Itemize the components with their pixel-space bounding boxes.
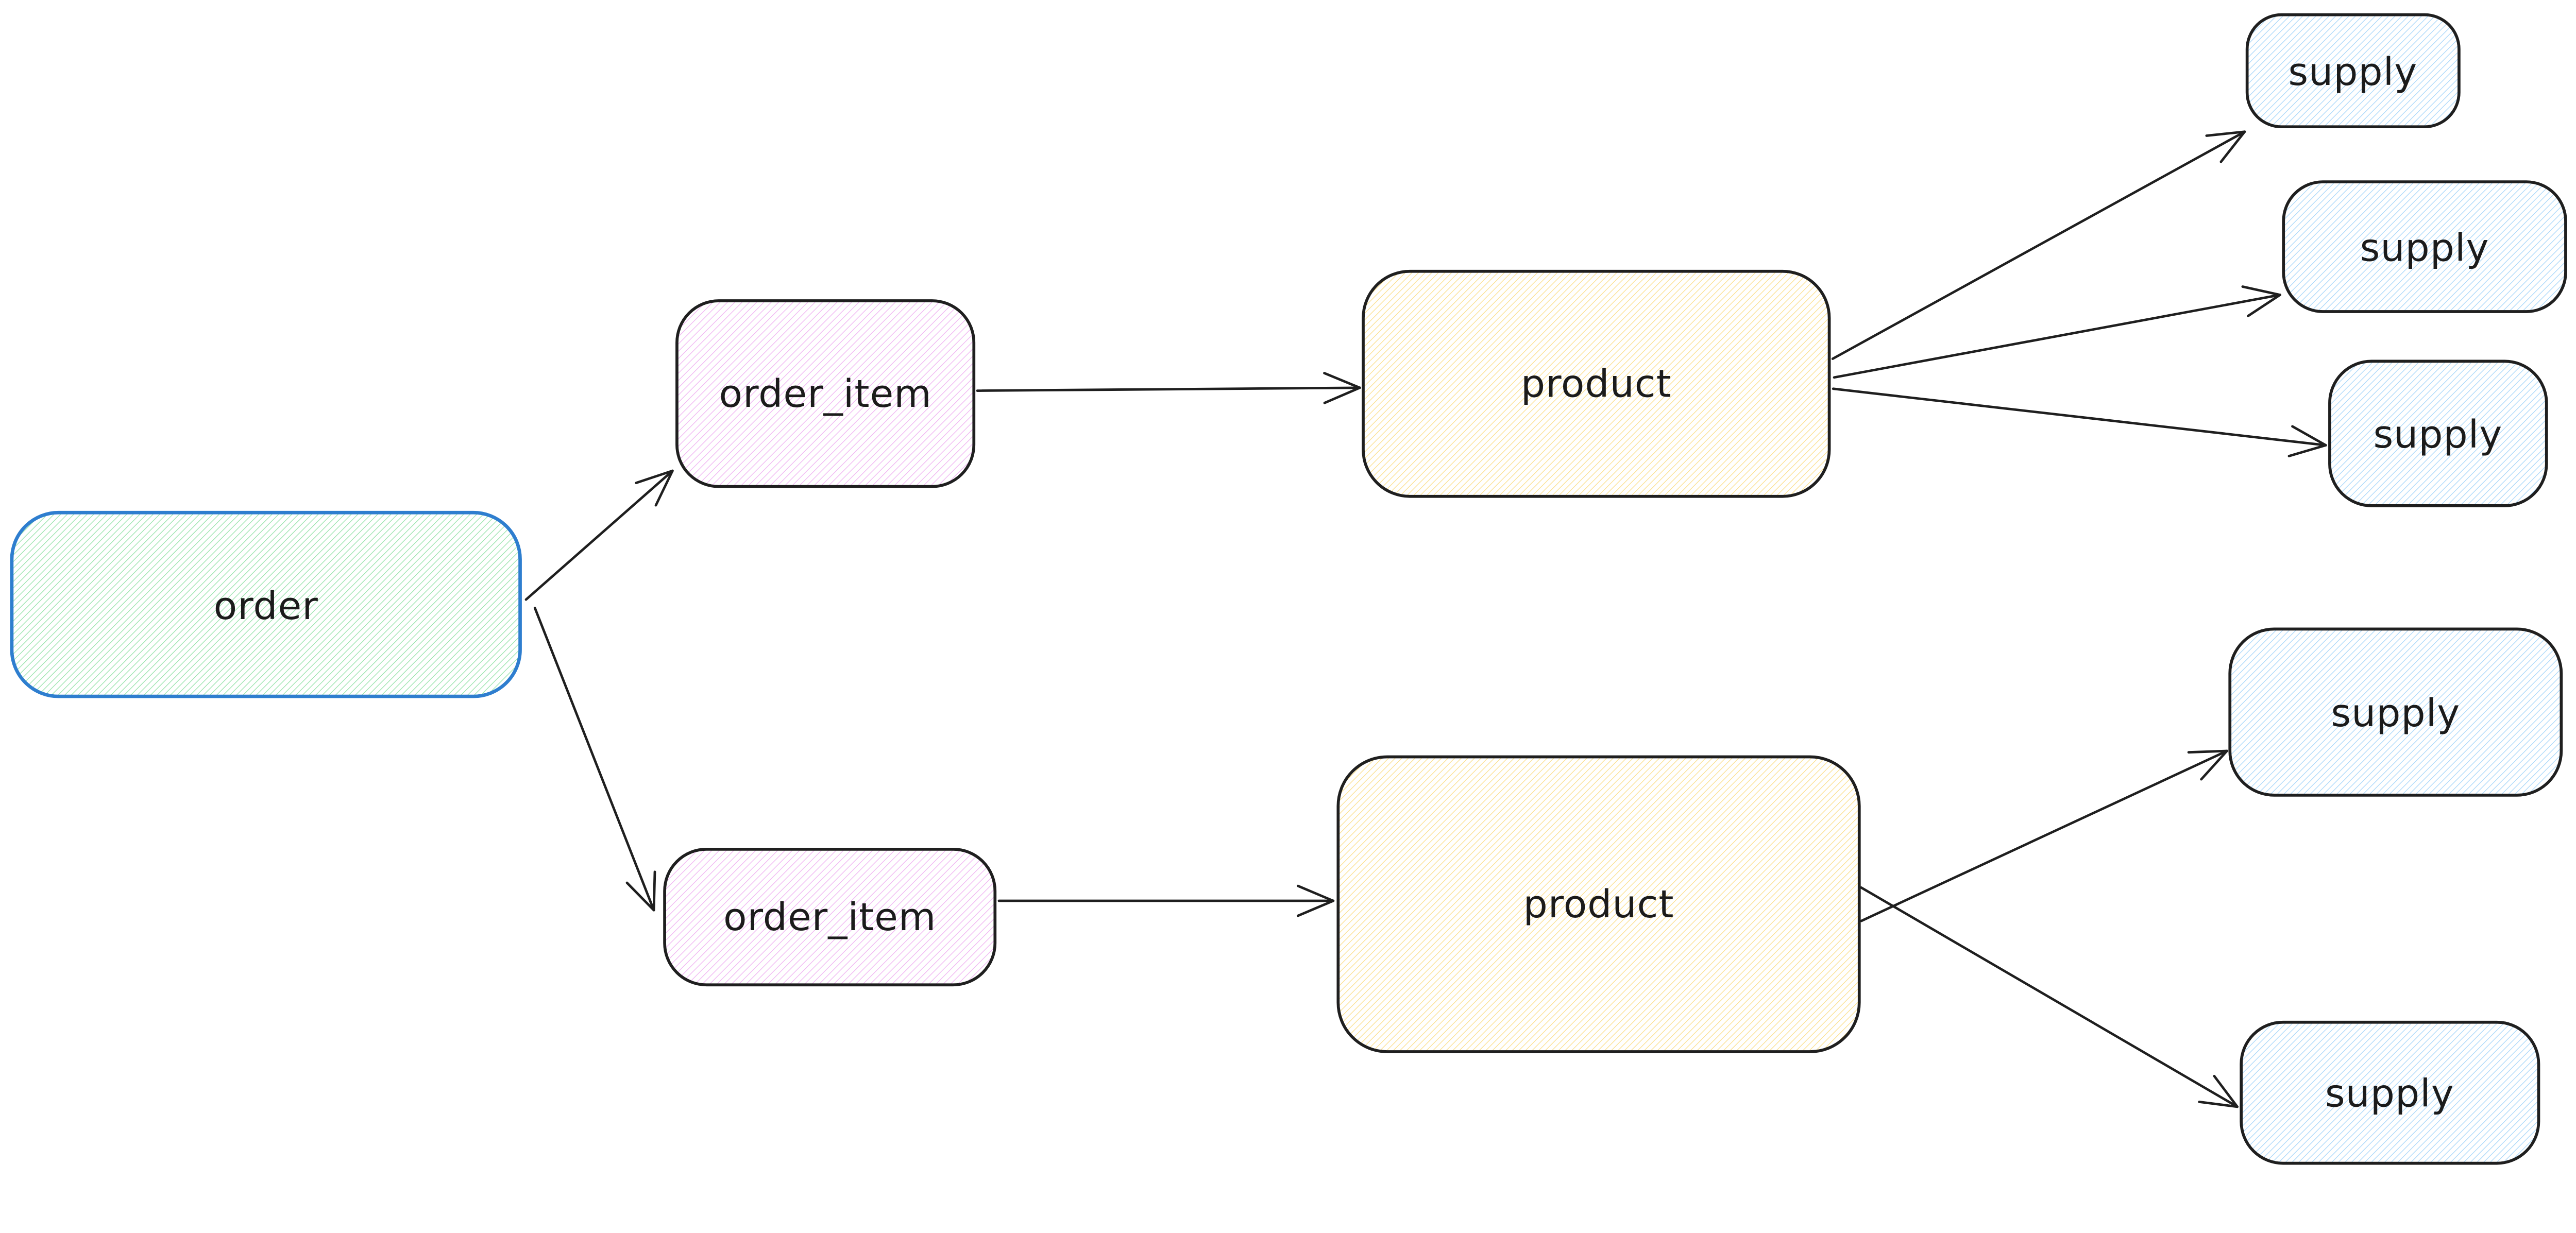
arrowhead <box>625 881 655 912</box>
arrow-product-top-to-supply-3[interactable] <box>1832 387 2327 457</box>
node-product-bottom-shape[interactable] <box>1336 755 1861 1053</box>
node-product-bottom-label: product <box>1523 882 1674 927</box>
arrow-product-bottom-to-supply-4[interactable] <box>1860 749 2228 922</box>
node-supply-3-shape[interactable] <box>2328 359 2548 507</box>
arrowhead <box>654 469 674 507</box>
node-order-shape[interactable] <box>10 510 522 698</box>
arrowhead <box>2213 1074 2239 1108</box>
node-order-item-bottom-shape[interactable] <box>663 847 997 987</box>
node-order[interactable]: order <box>10 510 522 698</box>
diagram-canvas[interactable]: order order_item product supply supply s… <box>0 0 2576 1177</box>
node-order-label: order <box>214 584 318 628</box>
arrow-order-to-order-item-top[interactable] <box>524 469 674 601</box>
node-product-top-shape[interactable] <box>1362 269 1831 498</box>
node-supply-4[interactable]: supply <box>2228 627 2563 797</box>
arrow-shaft <box>1860 886 2239 1108</box>
arrow-order-item-top-to-product-top[interactable] <box>976 372 1361 404</box>
node-order-item-bottom[interactable]: order_item <box>663 847 997 987</box>
arrowhead <box>1296 899 1335 917</box>
node-product-top[interactable]: product <box>1362 269 1831 498</box>
arrow-order-to-order-item-bottom[interactable] <box>533 606 656 912</box>
node-supply-4-shape[interactable] <box>2228 627 2563 797</box>
node-supply-3-label: supply <box>2373 412 2502 457</box>
arrowhead <box>1296 884 1335 902</box>
arrowhead <box>2291 425 2327 447</box>
node-supply-1-label: supply <box>2288 49 2417 94</box>
node-order-item-bottom-label: order_item <box>723 895 936 939</box>
arrow-shaft <box>533 606 655 912</box>
node-supply-5-label: supply <box>2325 1071 2454 1116</box>
node-supply-1-shape[interactable] <box>2245 13 2461 129</box>
arrow-shaft <box>1860 749 2228 922</box>
arrow-shaft <box>976 386 1361 392</box>
arrow-product-bottom-to-supply-5[interactable] <box>1860 886 2239 1108</box>
node-supply-2[interactable]: supply <box>2282 180 2567 313</box>
node-supply-4-label: supply <box>2331 691 2460 735</box>
arrowhead <box>2205 130 2246 137</box>
arrowhead <box>2198 1101 2239 1108</box>
arrowhead <box>2247 294 2281 317</box>
arrowhead <box>2241 285 2281 296</box>
node-supply-1[interactable]: supply <box>2245 13 2461 129</box>
arrowhead <box>1323 386 1361 404</box>
node-supply-2-shape[interactable] <box>2282 180 2567 313</box>
arrow-shaft <box>524 469 674 601</box>
arrowhead <box>2200 749 2228 781</box>
node-product-bottom[interactable]: product <box>1336 755 1861 1053</box>
node-product-top-label: product <box>1521 362 1672 406</box>
node-order-item-top[interactable]: order_item <box>675 299 976 488</box>
arrow-shaft <box>1832 387 2327 447</box>
arrow-shaft <box>1831 130 2246 360</box>
arrowhead <box>652 870 656 912</box>
arrow-product-top-to-supply-1[interactable] <box>1831 130 2246 360</box>
node-supply-5[interactable]: supply <box>2240 1020 2540 1165</box>
arrowhead <box>2287 444 2327 457</box>
node-supply-3[interactable]: supply <box>2328 359 2548 507</box>
node-supply-2-label: supply <box>2360 225 2489 270</box>
node-order-item-top-label: order_item <box>719 371 931 416</box>
arrowhead <box>1323 372 1361 389</box>
arrow-order-item-bottom-to-product-bottom[interactable] <box>997 884 1335 917</box>
node-supply-5-shape[interactable] <box>2240 1020 2540 1165</box>
arrowhead <box>2219 130 2246 163</box>
arrowhead <box>2187 749 2228 754</box>
arrowhead <box>635 469 674 484</box>
node-order-item-top-shape[interactable] <box>675 299 976 488</box>
arrow-shaft <box>1833 294 2281 379</box>
arrow-product-top-to-supply-2[interactable] <box>1833 285 2281 379</box>
